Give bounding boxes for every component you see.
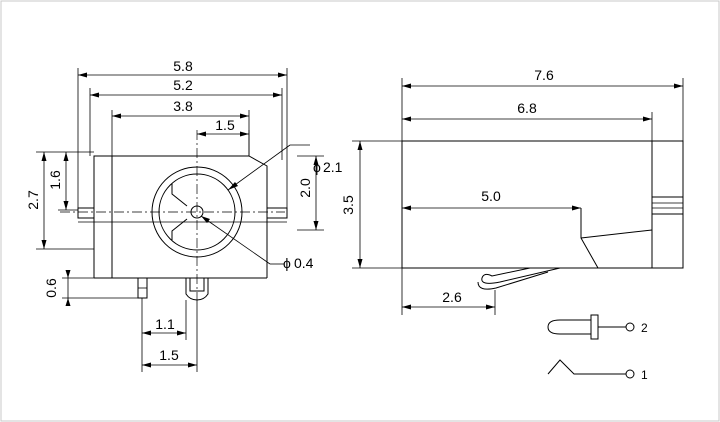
dim-pin-spacing-large: 1.5 [142, 300, 198, 372]
dim-height: 3.5 [340, 140, 402, 269]
dim-width-overall-label: 5.8 [173, 58, 193, 74]
dim-width-body-label: 5.2 [173, 77, 193, 93]
dim-pin-spacing-small: 1.1 [141, 298, 187, 372]
dim-terminal-offset: 2.6 [401, 268, 496, 315]
dim-width-body: 5.2 [89, 77, 283, 160]
schematic-symbol: 2 1 [547, 314, 648, 382]
dim-height-upper-label: 1.6 [47, 170, 63, 190]
dim-depth-inner: 5.0 [402, 188, 581, 211]
dim-height-upper: 1.6 [47, 152, 78, 211]
front-view: 5.8 5.2 3.8 1.5 [25, 58, 343, 372]
callout-hole-diameter: ϕ 2.1 [227, 144, 343, 191]
dim-height-total-label: 2.7 [25, 190, 41, 210]
side-body-outline [401, 140, 684, 269]
dim-terminal-offset-label: 2.6 [442, 289, 462, 305]
schematic-pin1: 1 [547, 359, 648, 382]
schematic-pin2: 2 [547, 314, 648, 340]
callout-hole-diameter-label: 2.1 [323, 159, 343, 175]
dim-height-label: 3.5 [340, 195, 356, 215]
callout-pin-diameter: ϕ 0.4 [200, 215, 314, 271]
dim-pin-spacing-small-label: 1.1 [155, 316, 175, 332]
dim-pin-spacing-large-label: 1.5 [159, 347, 179, 363]
side-view: 7.6 6.8 5.0 3.5 [340, 67, 684, 315]
dim-length-body: 6.8 [402, 100, 653, 141]
callout-pin-diameter-symbol: ϕ [283, 255, 291, 271]
dim-height-pin-label: 0.6 [43, 278, 59, 298]
dim-length-body-label: 6.8 [517, 100, 537, 116]
dim-width-inner-label: 3.8 [173, 98, 193, 114]
dim-width-overall: 5.8 [77, 58, 288, 210]
dim-center-offset: 1.5 [197, 117, 250, 156]
callout-pin-diameter-label: 0.4 [294, 255, 314, 271]
dim-depth-inner-label: 5.0 [481, 188, 501, 204]
schematic-pin1-label: 1 [641, 368, 648, 382]
front-body-outline [77, 155, 288, 279]
dim-length-overall-label: 7.6 [534, 67, 554, 83]
dim-opening-height: 2.0 [297, 155, 324, 231]
dim-opening-height-label: 2.0 [297, 178, 313, 198]
schematic-pin2-label: 2 [641, 321, 648, 335]
dim-height-total: 2.7 [25, 151, 94, 250]
side-terminal [477, 267, 561, 290]
dim-height-pin: 0.6 [43, 270, 138, 306]
dim-length-overall: 7.6 [401, 67, 684, 141]
dim-center-offset-label: 1.5 [215, 117, 235, 133]
callout-hole-diameter-symbol: ϕ [313, 159, 321, 175]
front-pins [137, 277, 209, 301]
